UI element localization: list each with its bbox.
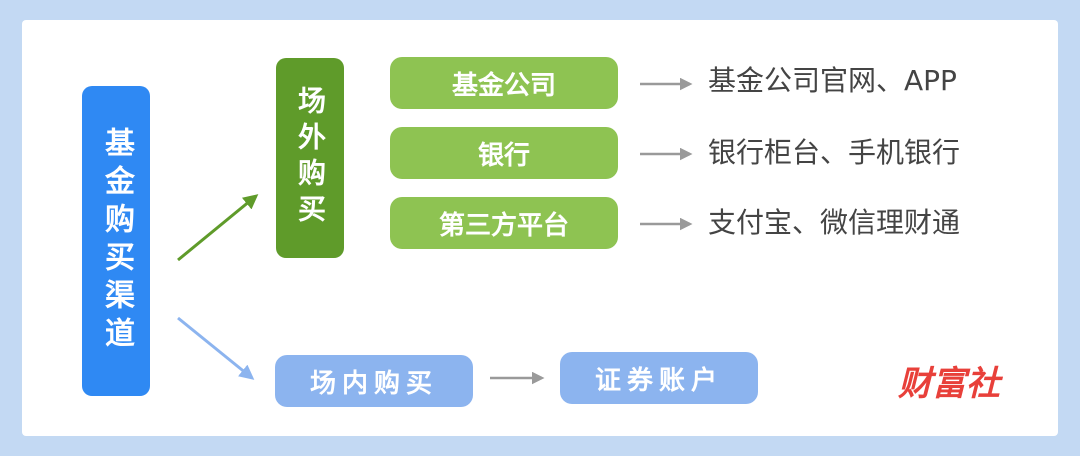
brand-logo-text: 财富社: [898, 364, 1000, 404]
destination-third-party: 支付宝、微信理财通: [708, 206, 961, 239]
onexchange-node: 场内购买: [275, 355, 473, 407]
arrow-to-offexchange: [177, 194, 259, 262]
brand-logo: 财富社: [898, 356, 1000, 405]
channel-bank: 银行: [390, 127, 618, 179]
arrow-to-onexchange: [177, 316, 255, 380]
channel-fund-company: 基金公司: [390, 57, 618, 109]
destination-securities-account: 证券账户: [560, 352, 758, 404]
root-node: 基金购买渠道: [82, 86, 150, 396]
offexchange-node: 场外购买: [276, 58, 344, 258]
destination-bank: 银行柜台、手机银行: [708, 136, 961, 169]
channel-third-party: 第三方平台: [390, 197, 618, 249]
destination-fund-company: 基金公司官网、APP: [708, 64, 957, 97]
